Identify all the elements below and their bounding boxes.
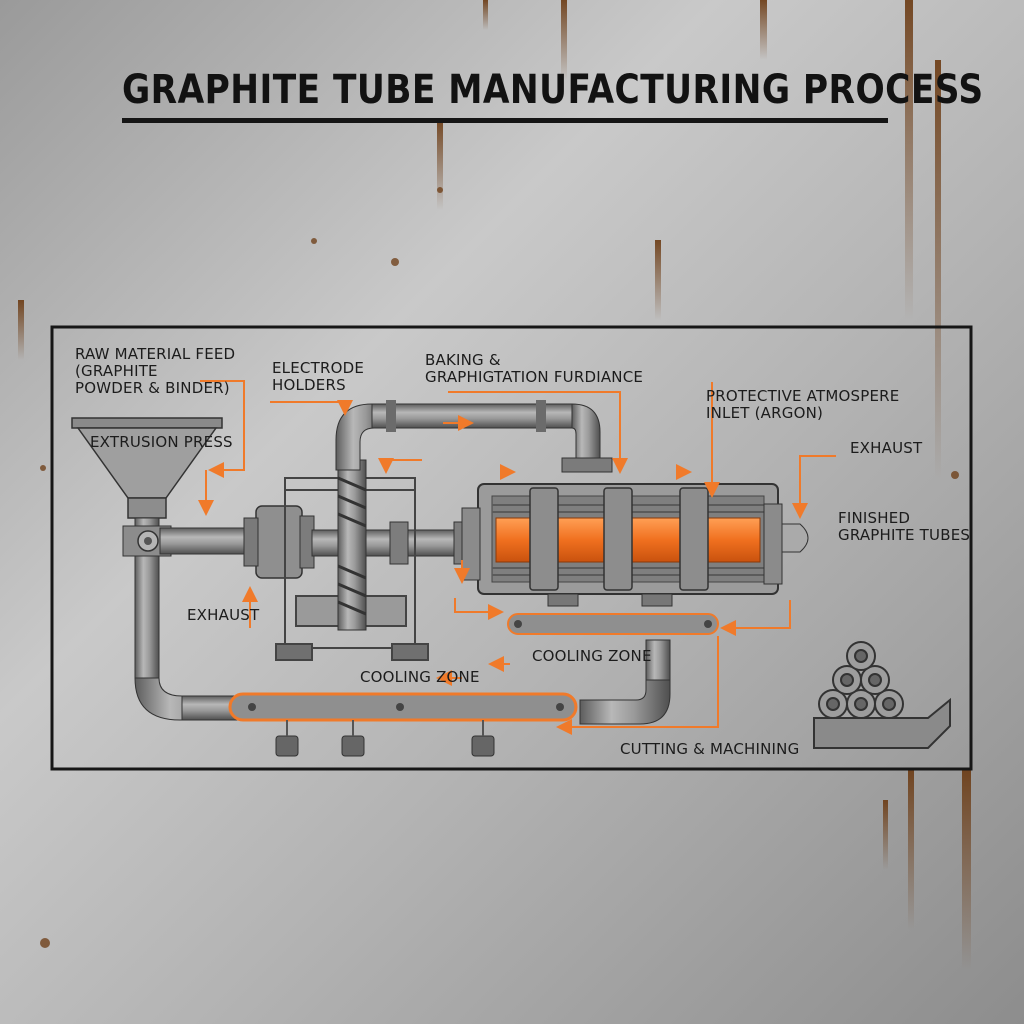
title-underline [122,118,888,123]
screw-auger [337,459,367,631]
label-baking-furnace: BAKING & GRAPHIGTATION FURDIANCE [425,351,644,386]
rust-spots [40,187,959,948]
hopper [71,417,223,519]
furnace [461,483,783,607]
label-finished-tubes: FINISHED GRAPHITE TUBES [838,509,971,544]
label-electrode-holders: ELECTRODE HOLDERS [272,359,365,394]
diagram-frame [50,325,973,771]
label-exhaust-left: EXHAUST [187,606,260,624]
conveyor-right [507,613,719,635]
finished-tubes-stack [813,641,951,749]
label-cutting-machining: CUTTING & MACHINING [620,740,800,758]
label-extrusion-press: EXTRUSION PRESS [90,433,233,451]
label-protective-atmosphere: PROTECTIVE ATMOSPERE INLET (ARGON) [706,387,900,422]
label-cooling-zone-right: COOLING ZONE [532,647,652,665]
extrusion-press-head [243,505,315,579]
label-raw-material-feed: RAW MATERIAL FEED (GRAPHITE POWDER & BIN… [75,345,236,397]
label-cooling-zone-left: COOLING ZONE [360,668,480,686]
leader-arrows [198,380,836,735]
rust-streaks [18,0,971,970]
label-exhaust-right: EXHAUST [850,439,923,457]
top-pipe [335,400,613,473]
